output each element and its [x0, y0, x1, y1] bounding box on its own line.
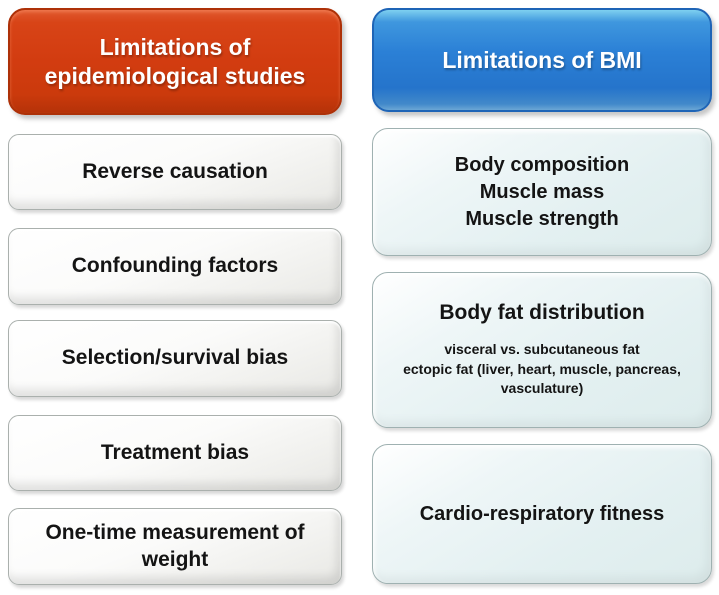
right-item-title: Body fat distribution [439, 301, 645, 325]
left-column-header: Limitations of epidemiological studies [8, 8, 342, 115]
left-item-label: Treatment bias [100, 440, 250, 464]
left-item-label: Reverse causation [82, 159, 268, 183]
right-item-subline: ectopic fat (liver, heart, muscle, pancr… [403, 360, 681, 397]
right-item-line: Muscle mass [479, 180, 605, 203]
right-item-body-composition: Body composition Muscle mass Muscle stre… [372, 128, 712, 256]
right-item-body-fat-distribution: Body fat distribution visceral vs. subcu… [372, 272, 712, 428]
right-item-line: Body composition [454, 153, 630, 176]
right-item-label: Cardio-respiratory fitness [419, 502, 665, 525]
right-item-line: Muscle strength [465, 207, 619, 230]
right-column-header-label: Limitations of BMI [442, 46, 642, 73]
left-item-reverse-causation: Reverse causation [8, 134, 342, 210]
left-item-label: Selection/survival bias [61, 346, 289, 370]
right-item-subline: visceral vs. subcutaneous fat [444, 341, 640, 358]
left-item-selection-survival-bias: Selection/survival bias [8, 320, 342, 397]
left-item-one-time-measurement: One-time measurement of weight [8, 508, 342, 585]
left-column-header-label: Limitations of epidemiological studies [44, 33, 306, 89]
left-item-confounding-factors: Confounding factors [8, 228, 342, 305]
left-item-label: One-time measurement of weight [45, 521, 305, 571]
left-item-label: Confounding factors [71, 254, 279, 278]
left-item-treatment-bias: Treatment bias [8, 415, 342, 491]
right-item-cardio-respiratory-fitness: Cardio-respiratory fitness [372, 444, 712, 584]
right-column-header: Limitations of BMI [372, 8, 712, 112]
